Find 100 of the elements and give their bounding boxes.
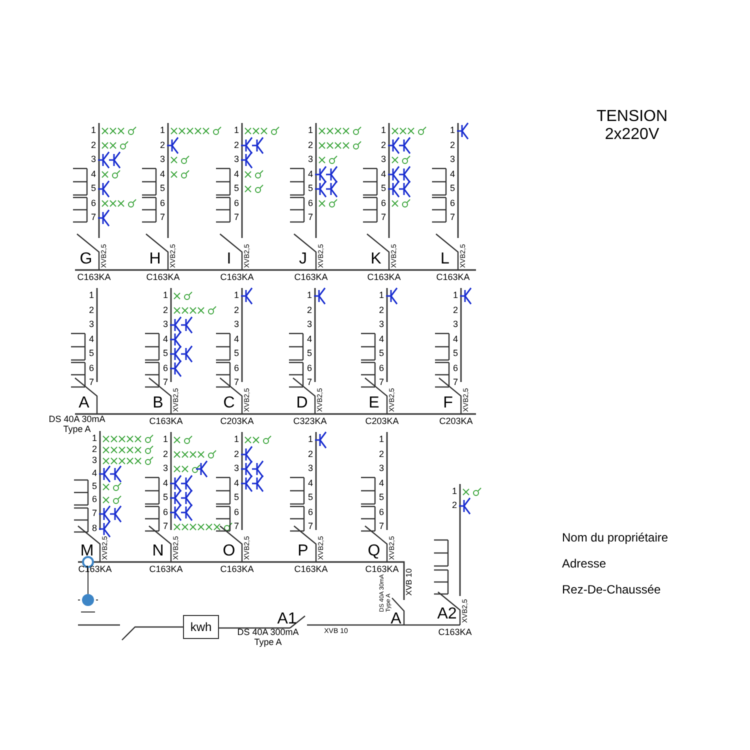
breaker-rating: C163KA <box>220 565 254 575</box>
breaker-letter: K <box>370 250 382 268</box>
breaker-rating: C163KA <box>365 565 399 574</box>
circuit-number: 5 <box>234 493 239 503</box>
circuit-number: 6 <box>378 508 384 518</box>
circuit-number: 4 <box>378 334 384 344</box>
circuit-number: 3 <box>90 155 96 165</box>
circuit-number: 1 <box>308 126 313 136</box>
circuit-number: 2 <box>452 501 457 511</box>
circuit-number: 1 <box>306 291 312 301</box>
circuit-number: 3 <box>162 320 168 330</box>
circuit-number: 7 <box>378 378 384 388</box>
circuit-number: 2 <box>90 140 96 150</box>
circuit-number: 5 <box>452 349 458 359</box>
circuit-number: 3 <box>162 464 168 474</box>
circuit-number: 5 <box>234 184 239 194</box>
circuit-number: 3 <box>92 456 97 466</box>
breaker-letter: Q <box>368 542 380 560</box>
circuit-number: 7 <box>162 522 168 532</box>
circuit-number: 4 <box>380 170 386 180</box>
circuit-number: 1 <box>234 126 239 136</box>
breaker-letter: P <box>298 542 308 560</box>
circuit-number: 2 <box>378 450 384 460</box>
breaker-rating: C163KA <box>294 273 328 283</box>
circuit-number: 6 <box>380 198 386 208</box>
circuit-number: 7 <box>308 522 313 532</box>
circuit-number: 5 <box>162 349 168 359</box>
breaker-rating: C163KA <box>294 565 328 575</box>
circuit-number: 7 <box>378 522 384 532</box>
breaker-letter: H <box>149 250 161 268</box>
circuit-number: 2 <box>88 306 94 316</box>
breaker-letter: A2 <box>437 605 457 623</box>
info-text: Adresse <box>562 557 606 571</box>
breaker-letter: A <box>390 610 402 628</box>
circuit-number: 7 <box>234 522 239 532</box>
circuit-number: 6 <box>450 198 455 208</box>
circuit-number: 5 <box>306 349 312 359</box>
breaker-letter: A <box>78 394 90 412</box>
circuit-number: 1 <box>380 126 386 136</box>
breaker-rating: C163KA <box>77 273 111 283</box>
circuit-number: 5 <box>90 184 96 194</box>
circuit-number: 1 <box>92 434 97 444</box>
circuit-number: 7 <box>162 378 168 388</box>
breaker-rating: C163KA <box>146 273 180 283</box>
circuit-number: 3 <box>380 155 386 165</box>
circuit-number: 3 <box>450 155 455 165</box>
circuit-number: 3 <box>378 464 384 474</box>
breaker-rating: C203KA <box>439 417 473 427</box>
circuit-number: 2 <box>234 140 239 150</box>
circuit-number: 6 <box>88 364 94 374</box>
circuit-number: 4 <box>88 334 94 344</box>
breaker-rating: C203KA <box>365 417 399 427</box>
circuit-number: 1 <box>160 126 165 136</box>
circuit-number: 2 <box>162 306 168 316</box>
circuit-number: 5 <box>378 493 384 503</box>
circuit-number: 7 <box>452 378 458 388</box>
circuit-number: 4 <box>452 334 458 344</box>
circuit-number: 2 <box>308 450 313 460</box>
circuit-number: 7 <box>308 213 313 223</box>
circuit-number: 4 <box>92 469 97 479</box>
circuit-number: 5 <box>234 349 239 359</box>
circuit-number: 1 <box>450 126 455 136</box>
circuit-number: 2 <box>162 450 168 460</box>
breaker-letter: N <box>152 542 164 560</box>
circuit-number: 8 <box>92 524 97 534</box>
circuit-number: 3 <box>306 320 312 330</box>
circuit-number: 2 <box>378 306 384 316</box>
meter-box: kwh <box>183 615 219 639</box>
title: TENSION 2x220V <box>595 108 669 144</box>
circuit-number: 6 <box>234 198 239 208</box>
circuit-number: 6 <box>160 198 165 208</box>
circuit-number: 7 <box>306 378 312 388</box>
circuit-number: 7 <box>160 213 165 223</box>
circuit-number: 5 <box>88 349 94 359</box>
circuit-number: 3 <box>452 320 458 330</box>
circuit-number: 1 <box>378 435 384 445</box>
circuit-number: 6 <box>452 364 458 374</box>
circuit-number: 6 <box>306 364 312 374</box>
circuit-number: 7 <box>450 213 455 223</box>
circuit-number: 3 <box>234 155 239 165</box>
breaker-rating: DS 40A 300mA Type A <box>236 628 300 648</box>
circuit-number: 4 <box>162 334 168 344</box>
circuit-number: 2 <box>160 140 165 150</box>
breaker-letter: I <box>226 250 232 268</box>
circuit-number: 5 <box>378 349 384 359</box>
circuit-number: 6 <box>308 508 313 518</box>
circuit-number: 3 <box>88 320 94 330</box>
breaker-letter: A1 <box>277 610 297 628</box>
circuit-number: 4 <box>160 170 165 180</box>
circuit-number: 3 <box>308 464 313 474</box>
circuit-number: 3 <box>234 464 239 474</box>
breaker-letter: O <box>222 542 236 560</box>
breaker-rating: C163KA <box>438 628 472 638</box>
circuit-number: 6 <box>378 364 384 374</box>
breaker-rating: C163KA <box>149 565 183 575</box>
circuit-number: 2 <box>308 140 313 150</box>
circuit-number: 3 <box>234 320 239 330</box>
circuit-number: 2 <box>380 140 386 150</box>
circuit-number: 1 <box>452 291 458 301</box>
circuit-number: 6 <box>234 364 239 374</box>
